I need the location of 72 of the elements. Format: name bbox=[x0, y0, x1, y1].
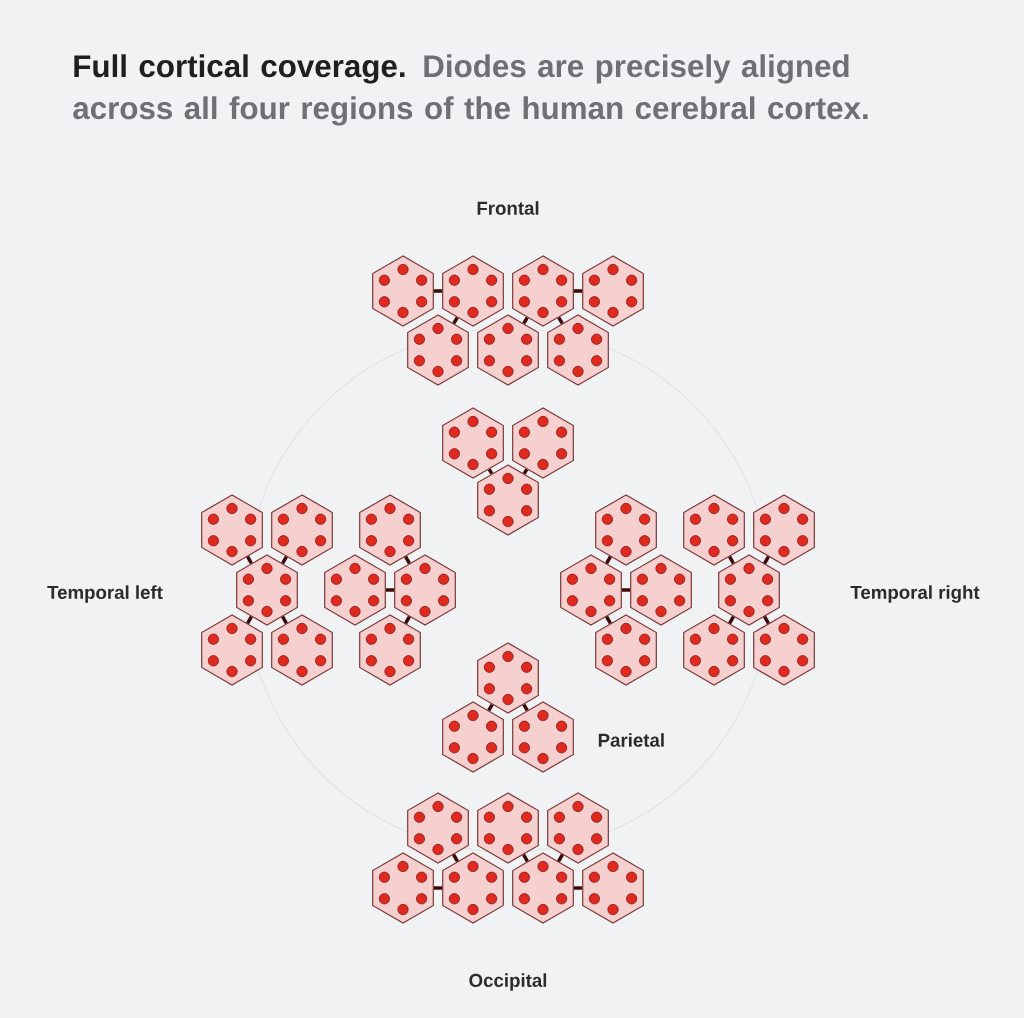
link-bar bbox=[522, 316, 529, 325]
link-bar bbox=[487, 468, 494, 475]
diode-pod bbox=[271, 494, 333, 566]
link-bar bbox=[452, 853, 459, 863]
link-bar bbox=[763, 555, 770, 565]
link-bar bbox=[522, 853, 529, 863]
diode-pod bbox=[547, 314, 609, 386]
diode-pod bbox=[477, 464, 539, 536]
link-bar bbox=[763, 615, 770, 625]
diode-pod bbox=[442, 701, 504, 773]
region-label: Temporal left bbox=[47, 585, 163, 603]
link-bar bbox=[557, 316, 564, 325]
region-label: Occipital bbox=[469, 973, 547, 991]
link-bar bbox=[404, 615, 411, 625]
region-label: Parietal bbox=[598, 733, 664, 747]
diode-pod bbox=[442, 407, 504, 479]
region-label: Frontal bbox=[477, 201, 539, 215]
diode-pod bbox=[595, 614, 657, 686]
link-bar bbox=[522, 703, 529, 712]
diode-pod bbox=[582, 255, 644, 327]
link-bar bbox=[487, 703, 494, 712]
link-bar bbox=[433, 886, 443, 890]
diode-pod bbox=[394, 554, 456, 626]
diode-pod bbox=[512, 852, 574, 924]
diode-pod bbox=[560, 554, 622, 626]
link-bar bbox=[605, 555, 612, 565]
diode-pod bbox=[512, 407, 574, 479]
diode-pod bbox=[753, 614, 815, 686]
link-bar bbox=[728, 555, 735, 565]
diode-pod bbox=[359, 614, 421, 686]
link-bar bbox=[281, 615, 288, 625]
title: Full cortical coverage. Diodes are precisely aligned across all four regions of the human cerebral cortex. bbox=[73, 54, 868, 126]
link-bar bbox=[605, 615, 612, 625]
link-bar bbox=[385, 588, 395, 592]
link-bar bbox=[573, 289, 583, 293]
diode-pod bbox=[201, 614, 263, 686]
region-label: Temporal right bbox=[850, 585, 980, 603]
diode-pod bbox=[683, 494, 745, 566]
link-bar bbox=[246, 555, 253, 565]
diode-pod bbox=[236, 554, 298, 626]
diode-pod bbox=[372, 255, 434, 327]
diode-pod bbox=[512, 255, 574, 327]
diode-pod bbox=[512, 701, 574, 773]
diode-pod bbox=[324, 554, 386, 626]
diode-pod bbox=[477, 792, 539, 864]
diode-pod bbox=[547, 792, 609, 864]
diode-pod bbox=[582, 852, 644, 924]
link-bar bbox=[433, 289, 443, 293]
link-bar bbox=[452, 316, 459, 325]
diode-pod bbox=[442, 852, 504, 924]
link-bar bbox=[573, 886, 583, 890]
diode-pod bbox=[595, 494, 657, 566]
diode-pod bbox=[271, 614, 333, 686]
link-bar bbox=[281, 555, 288, 565]
diode-pod bbox=[718, 554, 780, 626]
diode-pod bbox=[442, 255, 504, 327]
link-bar bbox=[621, 588, 631, 592]
diode-pod bbox=[407, 314, 469, 386]
diode-pod bbox=[477, 314, 539, 386]
diode-pod bbox=[359, 494, 421, 566]
link-bar bbox=[557, 853, 564, 863]
diode-pod bbox=[753, 494, 815, 566]
link-bar bbox=[404, 555, 411, 565]
link-bar bbox=[522, 468, 529, 475]
diode-pod bbox=[201, 494, 263, 566]
link-bar bbox=[246, 615, 253, 625]
diode-pod bbox=[477, 642, 539, 714]
link-bar bbox=[728, 615, 735, 625]
diode-pod bbox=[372, 852, 434, 924]
diode-pod bbox=[683, 614, 745, 686]
diode-pod bbox=[407, 792, 469, 864]
diode-pod bbox=[630, 554, 692, 626]
